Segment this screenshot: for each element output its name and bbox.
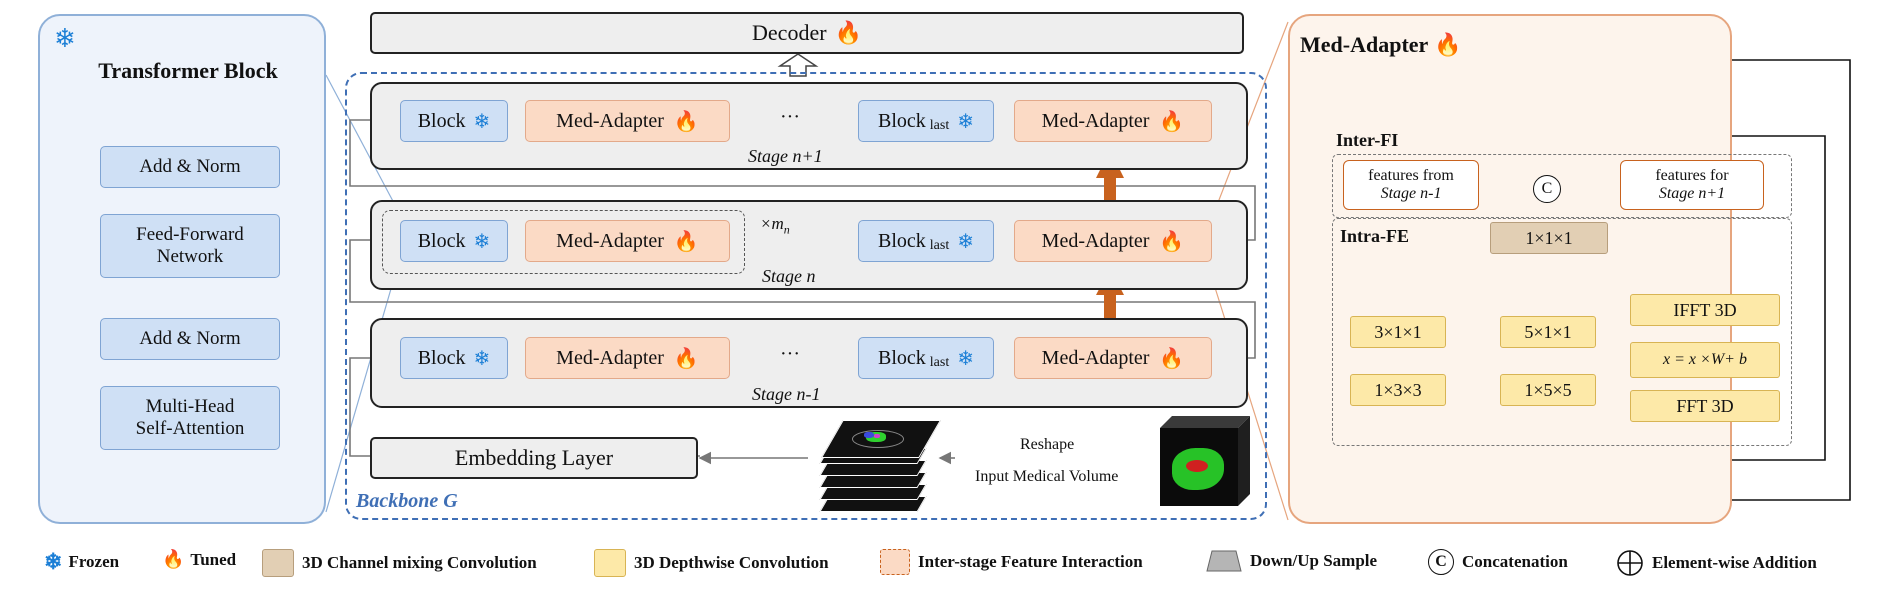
med-adapter-stage-mid: Med-Adapter🔥: [525, 220, 730, 262]
block-stage-mid: Block❄: [400, 220, 508, 262]
flame-icon: 🔥: [1159, 347, 1185, 370]
input-volume-label: Input Medical Volume: [975, 468, 1119, 485]
legend-peach-swatch: [880, 549, 910, 575]
ellipsis-top: ···: [780, 106, 800, 128]
med-adapter-stage-bottom: Med-Adapter🔥: [525, 337, 730, 379]
legend-tan-swatch: [262, 549, 294, 577]
snowflake-icon: ❄: [957, 110, 974, 133]
stage-bottom-label: Stage n-1: [752, 384, 821, 404]
inter-fi-region: [1332, 154, 1792, 218]
decoder-arrow: [777, 53, 819, 77]
conv-1x1x1: 1×1×1: [1490, 222, 1608, 254]
flame-icon: 🔥: [1159, 230, 1185, 253]
repeat-group: [382, 210, 745, 274]
embedding-layer: Embedding Layer: [370, 437, 698, 479]
stage-mid-label: Stage n: [762, 266, 816, 286]
add-norm-bottom: Add & Norm: [100, 318, 280, 360]
legend-depthwise: 3D Depthwise Convolution: [594, 549, 829, 577]
snowflake-icon: ❄: [957, 230, 974, 253]
add-norm-top: Add & Norm: [100, 146, 280, 188]
intra-fe-label: Intra-FE: [1340, 226, 1409, 246]
med-adapter-last-stage-mid: Med-Adapter🔥: [1014, 220, 1212, 262]
med-adapter-title: Med-Adapter🔥: [1300, 32, 1462, 57]
med-adapter-last-stage-top: Med-Adapter🔥: [1014, 100, 1212, 142]
decoder-box: Decoder 🔥: [370, 12, 1244, 54]
backbone-region: [345, 72, 1267, 520]
volume-slices-image: [812, 420, 941, 512]
concat-icon: C: [1428, 549, 1454, 575]
snowflake-icon: ❄: [473, 347, 491, 370]
input-volume-cube: [1160, 416, 1252, 508]
flame-icon: 🔥: [834, 20, 862, 45]
ifft-3d: IFFT 3D: [1630, 294, 1780, 326]
snowflake-icon: ❄: [957, 347, 974, 370]
snowflake-icon: ❄: [473, 110, 491, 133]
backbone-label: Backbone G: [356, 490, 458, 512]
flame-icon: 🔥: [673, 110, 699, 133]
flame-icon: 🔥: [162, 549, 185, 569]
legend-elementwise: Element-wise Addition: [1616, 549, 1817, 577]
transformer-block-title: Transformer Block: [98, 58, 278, 83]
intra-fe-region: [1332, 218, 1792, 446]
med-adapter-stage-top: Med-Adapter🔥: [525, 100, 730, 142]
conv-3x1x1: 3×1×1: [1350, 316, 1446, 348]
zoom-line-left-bottom: [325, 274, 396, 513]
snowflake-icon: ❄: [44, 549, 63, 574]
med-adapter-panel: [1288, 14, 1732, 524]
zoom-line-left-top: [325, 74, 396, 206]
flame-icon: 🔥: [1159, 110, 1185, 133]
legend-frozen: ❄Frozen: [44, 549, 120, 574]
add-circle-icon: [1617, 550, 1643, 576]
ellipsis-bottom: ···: [780, 343, 800, 365]
legend-yellow-swatch: [594, 549, 626, 577]
flame-icon: 🔥: [1434, 32, 1462, 57]
legend-down-up: Down/Up Sample: [1206, 549, 1377, 573]
flame-icon: 🔥: [673, 230, 699, 253]
snowflake-icon: ❄: [473, 230, 491, 253]
block-stage-bottom: Block❄: [400, 337, 508, 379]
repeat-label: ×mn: [760, 214, 790, 237]
flame-icon: 🔥: [673, 347, 699, 370]
reshape-label: Reshape: [1020, 436, 1075, 453]
legend-tuned: 🔥Tuned: [162, 549, 237, 569]
snowflake-icon: ❄: [54, 24, 76, 53]
conv-1x3x3: 1×3×3: [1350, 374, 1446, 406]
block-stage-top: Block❄: [400, 100, 508, 142]
inter-fi-label: Inter-FI: [1336, 130, 1399, 150]
fft-3d: FFT 3D: [1630, 390, 1780, 422]
trapezoid-icon: [1206, 550, 1242, 572]
conv-5x1x1: 5×1×1: [1500, 316, 1596, 348]
concat-circle: C: [1533, 175, 1561, 203]
stage-top-label: Stage n+1: [748, 146, 823, 166]
fourier-formula: x = x ×W+ b: [1630, 342, 1780, 378]
conv-1x5x5: 1×5×5: [1500, 374, 1596, 406]
med-adapter-last-stage-bottom: Med-Adapter🔥: [1014, 337, 1212, 379]
legend-channel-mixing: 3D Channel mixing Convolution: [262, 549, 537, 577]
legend-inter-stage: Inter-stage Feature Interaction: [880, 549, 1143, 575]
